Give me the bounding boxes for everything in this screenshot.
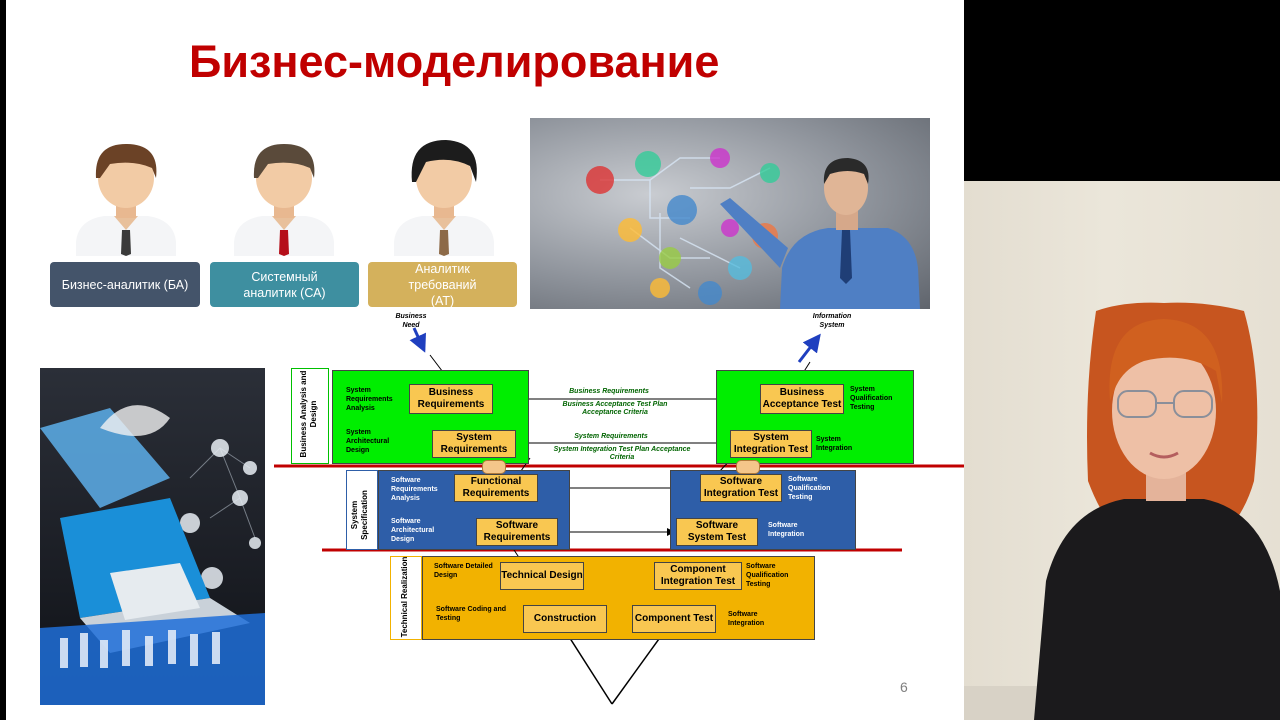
flow-business-acceptance-plan: Business Acceptance Test Plan Acceptance… (562, 401, 668, 416)
note-software-qualification-testing-1: Software Qualification Testing (788, 476, 831, 501)
note-system-requirements-analysis: System Requirements Analysis (346, 387, 393, 412)
level-label-technical (390, 556, 422, 640)
role-requirements-analyst: Аналитик требований (АТ) (368, 262, 517, 308)
information-system-label: Information System (812, 313, 852, 329)
page-number: 6 (900, 679, 908, 695)
flow-business-requirements: Business Requirements (569, 388, 649, 395)
role-business-analyst: Бизнес-аналитик (БА) (50, 262, 200, 307)
webcam-presenter (964, 181, 1280, 720)
box-functional-requirements: Functional Requirements (454, 474, 538, 502)
level-label-business (291, 368, 329, 464)
role-system-analyst: Системный аналитик (СА) (210, 262, 359, 307)
top-right-black-area (964, 0, 1280, 181)
slide-title: Бизнес-моделирование (189, 36, 720, 87)
handshake-icon (482, 460, 506, 474)
note-software-coding-and-testing: Software Coding and Testing (436, 606, 506, 622)
technical-level-text: Technical Realization (400, 556, 409, 638)
box-software-requirements: Software Requirements (476, 518, 558, 546)
handshake-icon-right (736, 460, 760, 474)
photo-laptop-tablet (40, 368, 265, 705)
box-construction: Construction (523, 605, 607, 633)
business-level-text: Business Analysis and Design (299, 370, 318, 458)
level-technical (422, 556, 815, 640)
avatar-requirements-analyst (392, 138, 496, 256)
box-software-system-test: Software System Test (676, 518, 758, 546)
note-software-qualification-testing-2: Software Qualification Testing (746, 563, 789, 588)
box-technical-design: Technical Design (500, 562, 584, 590)
note-software-integration-1: Software Integration (768, 522, 805, 538)
flow-system-requirements: System Requirements (574, 433, 648, 440)
system-level-text: System Specification (350, 490, 369, 540)
photo-business-network (530, 118, 930, 309)
avatar-business-analyst (74, 138, 178, 256)
flow-system-integration-plan: System Integration Test Plan Acceptance … (553, 446, 691, 461)
business-need-label: Business Need (395, 313, 427, 329)
box-system-integration-test: System Integration Test (730, 430, 812, 458)
note-software-detailed-design: Software Detailed Design (434, 563, 493, 579)
note-software-requirements-analysis: Software Requirements Analysis (391, 477, 438, 502)
note-system-qualification-testing: System Qualification Testing (850, 386, 893, 411)
note-software-architectural-design: Software Architectural Design (391, 518, 435, 543)
note-system-integration: System Integration (816, 436, 853, 452)
box-component-test: Component Test (632, 605, 716, 633)
v-model-diagram: Business Need Information System Busines… (274, 300, 964, 720)
box-business-requirements: Business Requirements (409, 384, 493, 414)
level-label-system (346, 470, 378, 550)
box-system-requirements: System Requirements (432, 430, 516, 458)
slide: Бизнес-моделирование (6, 0, 964, 720)
box-business-acceptance-test: Business Acceptance Test (760, 384, 844, 414)
box-software-integration-test: Software Integration Test (700, 474, 782, 502)
avatar-system-analyst (232, 138, 336, 256)
note-system-architectural-design: System Architectural Design (346, 429, 390, 454)
box-component-integration-test: Component Integration Test (654, 562, 742, 590)
note-software-integration-2: Software Integration (728, 611, 765, 627)
